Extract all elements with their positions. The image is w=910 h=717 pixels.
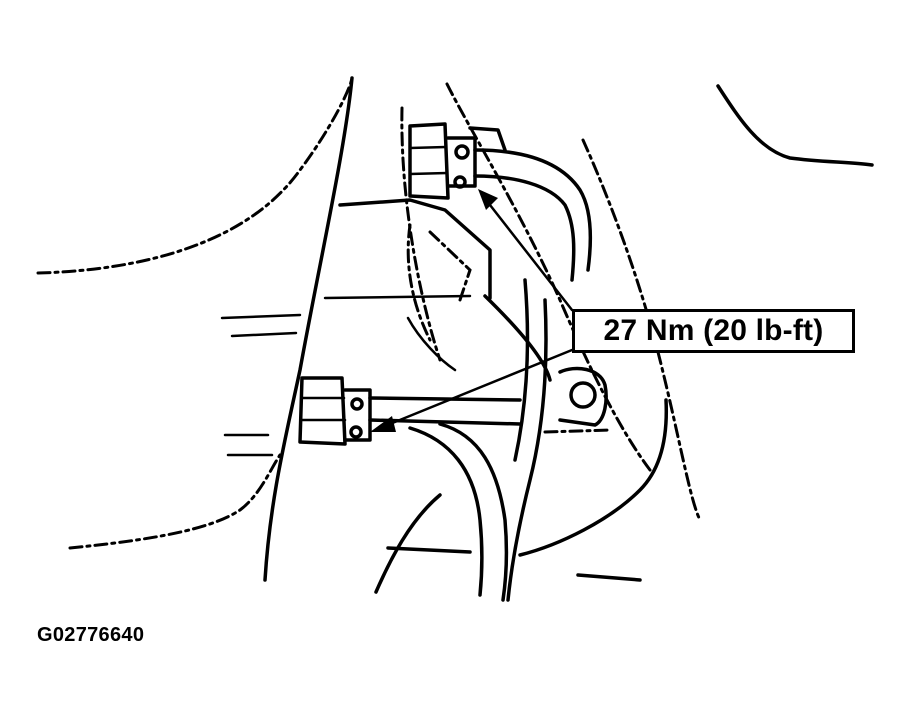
upper-fitting [408, 122, 507, 200]
callout-leaders [370, 189, 574, 432]
figure-id-label: G02776640 [37, 624, 145, 646]
central-housing [323, 198, 552, 382]
lower-arrowhead [370, 416, 396, 432]
upper-pipe [473, 148, 593, 282]
upper-arrowhead [478, 189, 498, 210]
lower-fitting [298, 376, 522, 446]
bracket-with-bolt-hole [543, 366, 612, 434]
body-contours [36, 76, 874, 594]
lower-pipes [408, 278, 548, 602]
torque-callout: 27 Nm (20 lb-ft) [572, 309, 855, 353]
